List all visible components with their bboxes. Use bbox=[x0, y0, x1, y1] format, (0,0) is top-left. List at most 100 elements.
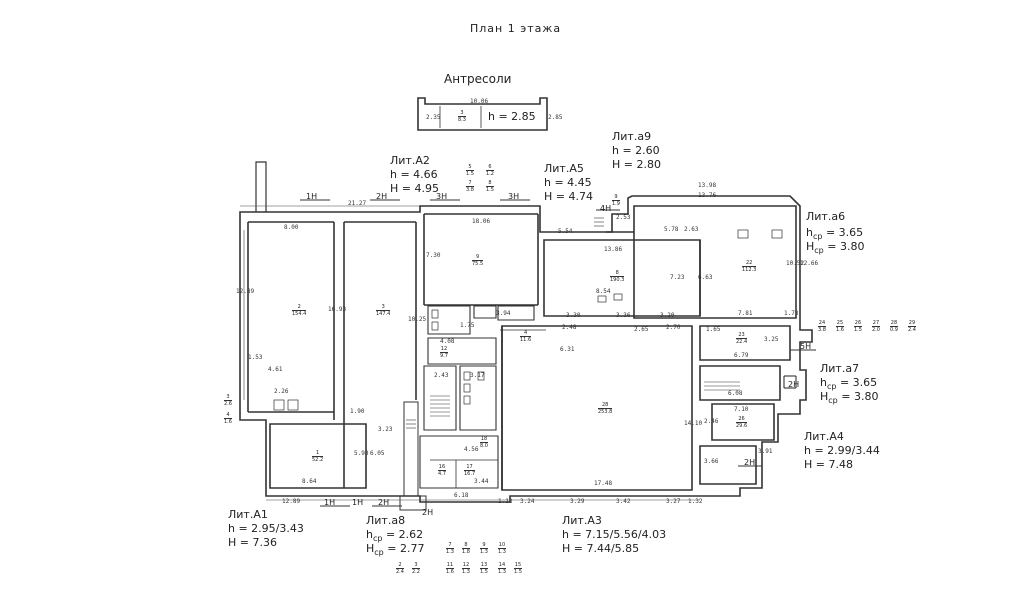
dim-391: 3.91 bbox=[758, 448, 773, 455]
dim-1052: 10.52 bbox=[786, 260, 805, 267]
dim-336: 3.36 bbox=[616, 312, 631, 319]
dim-175: 1.75 bbox=[460, 322, 475, 329]
lit-a6-name: Лит.а6 bbox=[806, 210, 846, 223]
dim-342: 3.42 bbox=[616, 498, 631, 505]
lit-a1-H: H = 7.36 bbox=[228, 536, 277, 549]
plan-title: План 1 этажа bbox=[470, 22, 562, 35]
lit-a3-h: h = 7.15/5.56/4.03 bbox=[562, 528, 667, 541]
lit-a7-h: hср = 3.65 bbox=[820, 376, 878, 392]
dim-608: 6.08 bbox=[728, 390, 743, 397]
dim-781: 7.81 bbox=[738, 310, 753, 317]
lit-a4-name: Лит.А4 bbox=[804, 430, 844, 443]
dim-1410: 14.10 bbox=[684, 420, 703, 427]
dim-456: 4.56 bbox=[464, 446, 479, 453]
lit-a1-h: h = 2.95/3.43 bbox=[228, 522, 304, 535]
dim-1386: 13.86 bbox=[604, 246, 623, 253]
axis-2n-right: 2Н bbox=[788, 380, 800, 389]
dim-631: 6.31 bbox=[560, 346, 575, 353]
mezzanine-label: Антресоли bbox=[444, 72, 512, 86]
dim-1266: 12.66 bbox=[800, 260, 819, 267]
lit-a8-h: hср = 2.62 bbox=[366, 528, 424, 544]
dim-1376: 13.76 bbox=[698, 192, 717, 199]
dim-864: 8.64 bbox=[302, 478, 317, 485]
axis-2n-bottom: 2Н bbox=[378, 498, 390, 507]
dim-593: 5.93 bbox=[354, 450, 369, 457]
axis-1n-bottom-2: 1Н bbox=[352, 498, 364, 507]
dimension-ticks bbox=[240, 205, 797, 501]
lit-a5-name: Лит.А5 bbox=[544, 162, 584, 175]
dim-153: 1.53 bbox=[248, 354, 263, 361]
mezzanine-width: 10.06 bbox=[470, 98, 489, 105]
dim-226: 2.26 bbox=[274, 388, 289, 395]
lit-a2-h: h = 4.66 bbox=[390, 168, 438, 181]
dim-554: 5.54 bbox=[558, 228, 573, 235]
lit-a2-name: Лит.А2 bbox=[390, 154, 430, 167]
dim-270: 2.70 bbox=[666, 324, 681, 331]
lit-a9-h: h = 2.60 bbox=[612, 144, 660, 157]
dim-408: 4.08 bbox=[440, 338, 455, 345]
axis-3n-top-2: 3Н bbox=[508, 192, 520, 201]
axis-5n: 5Н bbox=[800, 342, 812, 351]
dim-323: 3.23 bbox=[378, 426, 393, 433]
dim-246: 2.46 bbox=[704, 418, 719, 425]
dim-723: 7.23 bbox=[670, 274, 685, 281]
walls bbox=[239, 97, 813, 511]
dim-248: 2.48 bbox=[562, 324, 577, 331]
dim-113: 1.13 bbox=[498, 498, 513, 505]
lit-a6-h: hср = 3.65 bbox=[806, 226, 864, 242]
dim-325: 3.25 bbox=[764, 336, 779, 343]
axis-4n: 4Н bbox=[600, 204, 612, 213]
dim-330: 3.30 bbox=[566, 312, 581, 319]
dim-320: 3.20 bbox=[660, 312, 675, 319]
dim-679: 6.79 bbox=[734, 352, 749, 359]
lit-a7-H: Hср = 3.80 bbox=[820, 390, 879, 406]
dim-132: 1.32 bbox=[688, 498, 703, 505]
dim-854: 8.54 bbox=[596, 288, 611, 295]
fixtures bbox=[273, 229, 783, 411]
dim-327: 3.27 bbox=[666, 498, 681, 505]
axis-1n-bottom-1: 1Н bbox=[324, 498, 336, 507]
dim-461: 4.61 bbox=[268, 366, 283, 373]
dim-263: 2.63 bbox=[684, 226, 699, 233]
dim-730: 7.30 bbox=[426, 252, 441, 259]
dim-165: 1.65 bbox=[706, 326, 721, 333]
lit-a2-H: H = 4.95 bbox=[390, 182, 439, 195]
dim-317: 3.17 bbox=[470, 372, 485, 379]
axis-3n-top-1: 3Н bbox=[436, 192, 448, 201]
lit-a1-name: Лит.А1 bbox=[228, 508, 268, 521]
lit-a4-H: H = 7.48 bbox=[804, 458, 853, 471]
dim-1806: 18.06 bbox=[472, 218, 491, 225]
stairs bbox=[406, 217, 740, 429]
dim-710: 7.10 bbox=[734, 406, 749, 413]
lit-a3-H: H = 7.44/5.85 bbox=[562, 542, 640, 555]
dim-1025: 10.25 bbox=[408, 316, 427, 323]
